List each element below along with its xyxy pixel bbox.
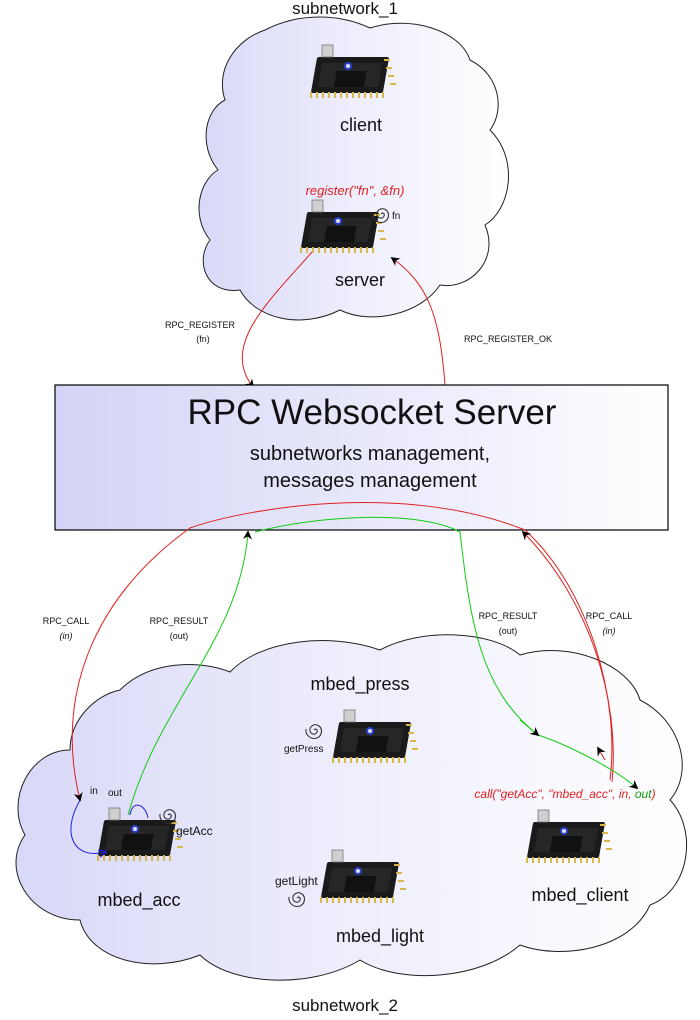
call-text-sep: , (628, 787, 635, 801)
server-subtitle-line2: messages management (263, 470, 477, 492)
call-text-prefix: call("getAcc", "mbed_acc", (474, 787, 618, 801)
rpc-register-label: RPC_REGISTER (165, 320, 236, 330)
getacc-label: getAcc (176, 824, 213, 838)
rpc-call-client-to-server-arrow (521, 530, 614, 783)
client-label: client (340, 115, 382, 135)
rpc-result-right-arg: (out) (499, 626, 518, 636)
rpc-call-server-to-acc-arrow (71, 502, 613, 802)
call-text-in: in (619, 787, 629, 801)
acc-out-label: out (108, 788, 122, 799)
subnetwork-1-label: subnetwork_1 (292, 0, 398, 18)
rpc-result-left-arg: (out) (170, 631, 189, 641)
rpc-websocket-server-box (54, 384, 669, 531)
call-text-suffix: ) (650, 787, 656, 801)
server-title: RPC Websocket Server (188, 393, 557, 432)
rpc-call-right-arg: (in) (603, 626, 616, 636)
server-subtitle-line1: subnetworks management, (250, 443, 490, 465)
rpc-call-left-label: RPC_CALL (43, 616, 90, 626)
rpc-result-acc-to-server-arrow (127, 530, 252, 816)
rpc-result-server-to-client-arrow (254, 516, 639, 790)
getlight-label: getLight (275, 874, 318, 888)
subnetwork-2-cloud (15, 634, 688, 981)
rpc-result-left-label: RPC_RESULT (150, 616, 209, 626)
getpress-label: getPress (284, 744, 323, 755)
acc-in-label: in (90, 786, 98, 797)
out-param-flow (129, 804, 149, 819)
call-text-out: out (635, 787, 652, 801)
rpc-call-right-label: RPC_CALL (586, 611, 633, 621)
rpc-register-arrow (241, 251, 313, 389)
rpc-register-ok-label: RPC_REGISTER_OK (464, 334, 552, 344)
rpc-register-ok-arrow (390, 256, 446, 386)
rpc-result-right-label: RPC_RESULT (479, 611, 538, 621)
mbed-acc-label: mbed_acc (97, 890, 180, 911)
fn-label: fn (392, 211, 400, 222)
in-param-flow (70, 799, 105, 853)
call-text: call("getAcc", "mbed_acc", in, out) (474, 787, 655, 801)
mbed-press-label: mbed_press (310, 674, 409, 695)
rpc-register-arg: (fn) (196, 334, 210, 344)
register-call-text: register("fn", &fn) (306, 183, 405, 198)
subnetwork-2-label: subnetwork_2 (292, 996, 398, 1015)
rpc-call-mid-arrowhead (597, 746, 606, 761)
mbed-light-label: mbed_light (336, 926, 424, 947)
server-label: server (335, 270, 385, 290)
subnetwork-1-cloud (198, 16, 509, 321)
mbed-client-label: mbed_client (531, 885, 628, 906)
rpc-result-mid-arrowhead (519, 719, 540, 737)
rpc-call-left-arg: (in) (60, 631, 73, 641)
